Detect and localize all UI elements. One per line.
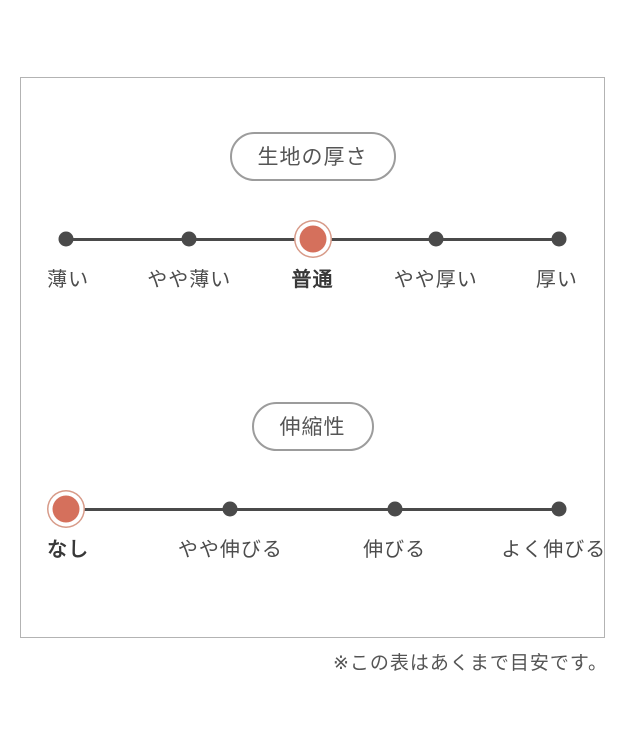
stretch-title-badge: 伸縮性 xyxy=(251,402,374,451)
scale-tick-label: なし xyxy=(47,537,90,561)
scale-tick-label: 伸びる xyxy=(363,537,427,561)
scale-dot xyxy=(551,231,567,247)
thickness-title-badge: 生地の厚さ xyxy=(229,132,396,181)
scale-dot xyxy=(551,501,567,517)
scale-tick-label: よく伸びる xyxy=(501,537,607,561)
scale-dot-selected xyxy=(299,225,326,253)
scale-dot-selected xyxy=(52,495,80,523)
scale-dot xyxy=(181,231,197,247)
scale-dot xyxy=(428,231,444,247)
scale-line xyxy=(66,507,559,511)
fabric-attributes-panel: 生地の厚さ 薄い やや薄い 普通 やや厚い 厚い 伸縮性 なし やや伸びる 伸びる よく伸びる xyxy=(20,77,605,638)
scale-tick-label: やや厚い xyxy=(393,267,478,291)
scale-tick-label: 普通 xyxy=(291,267,334,291)
scale-dot xyxy=(58,231,74,247)
scale-tick-label: 薄い xyxy=(47,267,90,291)
scale-tick-label: やや伸びる xyxy=(177,537,283,561)
scale-dot xyxy=(222,501,238,517)
scale-tick-label: 厚い xyxy=(535,267,578,291)
disclaimer-note: ※この表はあくまで目安です。 xyxy=(332,652,608,674)
scale-tick-label: やや薄い xyxy=(147,267,232,291)
scale-dot xyxy=(387,501,403,517)
